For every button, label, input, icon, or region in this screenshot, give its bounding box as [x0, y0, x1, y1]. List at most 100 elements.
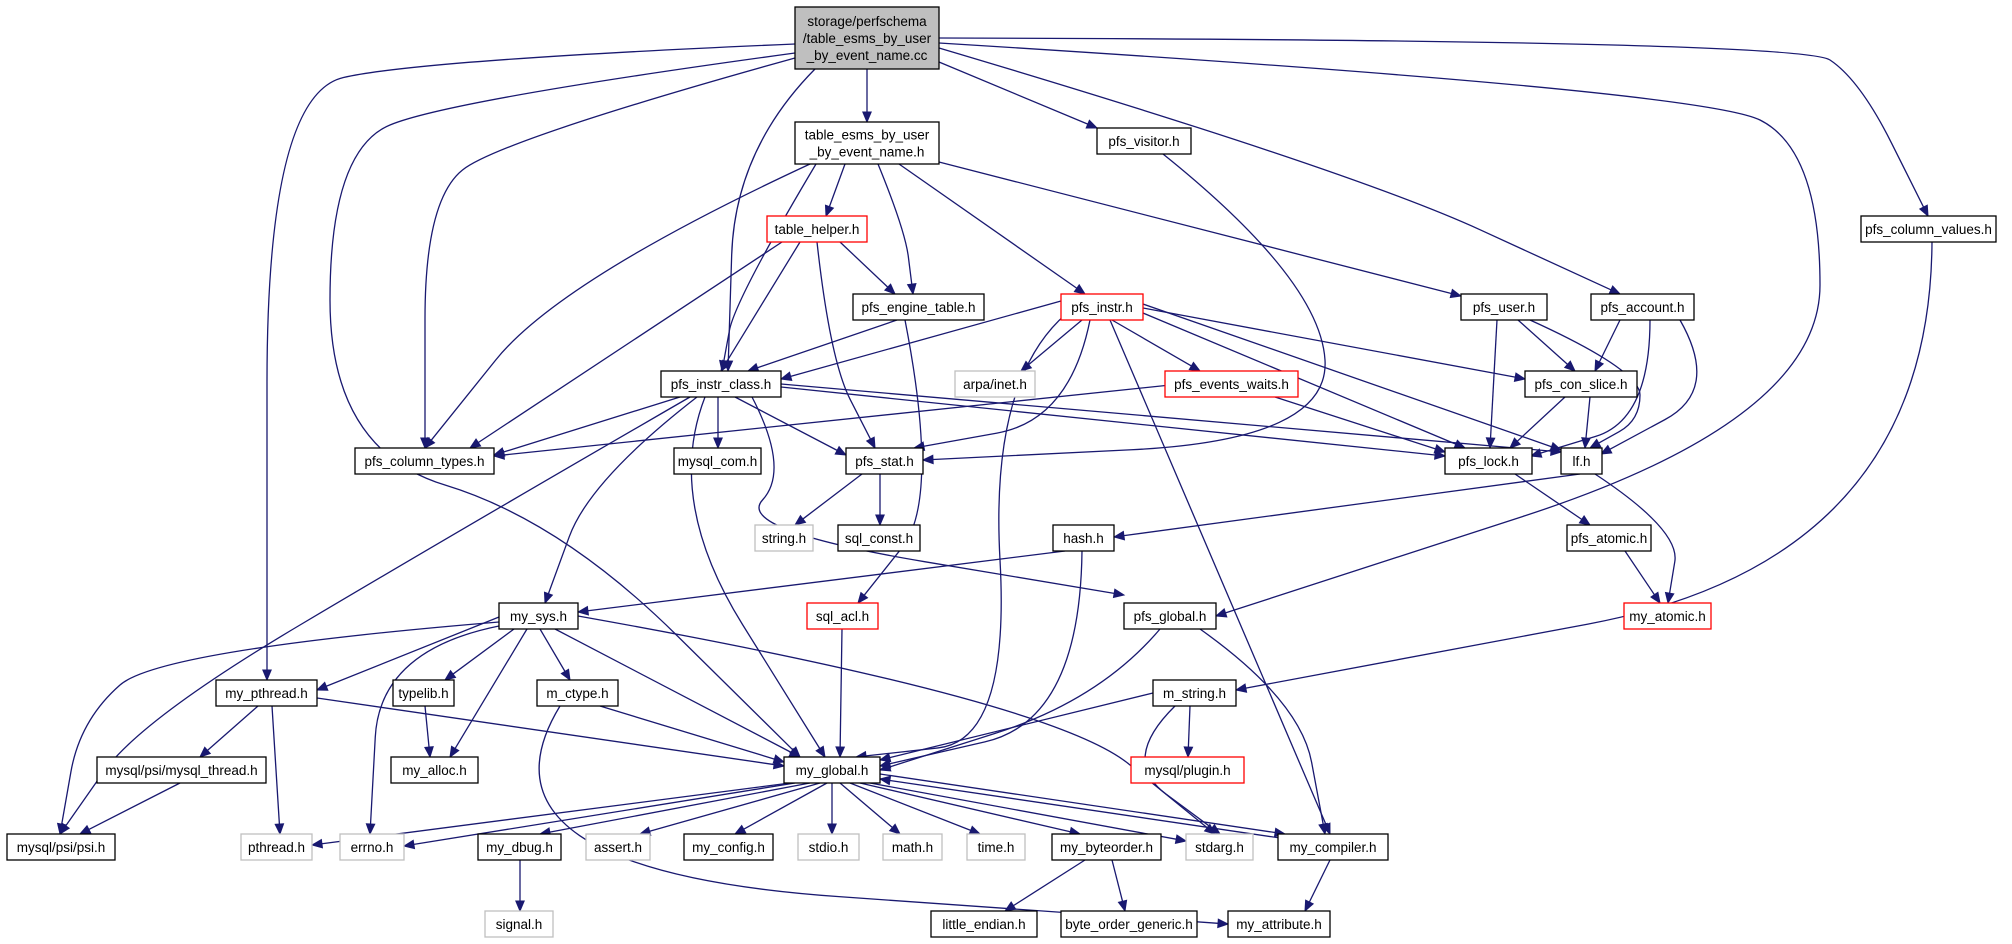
node-label: m_ctype.h [546, 686, 608, 701]
node-hash[interactable]: hash.h [1052, 524, 1115, 552]
node-helper[interactable]: table_helper.h [766, 215, 868, 243]
edge-mstring-to-plugin [1183, 705, 1194, 759]
node-arpa[interactable]: arpa/inet.h [954, 370, 1036, 398]
node-label: typelib.h [398, 686, 448, 701]
edge-helper-to-iclass [720, 241, 801, 373]
node-label: my_alloc.h [402, 763, 467, 778]
node-myatomic[interactable]: my_atomic.h [1623, 602, 1712, 630]
node-iclass[interactable]: pfs_instr_class.h [660, 370, 782, 398]
node-label: pfs_column_values.h [1865, 222, 1992, 237]
node-config[interactable]: my_config.h [683, 833, 774, 861]
edge-tesmsh-to-iclass [719, 163, 817, 373]
edge-root-to-pthread [262, 43, 796, 682]
node-label: string.h [762, 531, 806, 546]
node-label: /table_esms_by_user [803, 31, 932, 46]
edge-stat-to-string [793, 473, 863, 526]
node-compiler[interactable]: my_compiler.h [1277, 833, 1389, 861]
edge-iclass-to-mysqlcom [713, 397, 723, 450]
edge-iclass-to-myglobal [690, 396, 826, 759]
node-myglobal[interactable]: my_global.h [783, 756, 881, 784]
node-conslice[interactable]: pfs_con_slice.h [1524, 370, 1638, 398]
edge-root-to-colvals [938, 37, 1929, 218]
edge-tesmsh-to-coltypes [424, 163, 811, 450]
edge-byteorder-to-little [1003, 859, 1086, 912]
node-label: pfs_instr.h [1071, 300, 1133, 315]
edge-user-to-lock [1485, 319, 1498, 450]
node-sqlacl[interactable]: sql_acl.h [806, 602, 879, 630]
node-mthread[interactable]: mysql/psi/mysql_thread.h [96, 756, 267, 784]
node-coltypes[interactable]: pfs_column_types.h [354, 447, 495, 475]
node-colvals[interactable]: pfs_column_values.h [1860, 215, 1997, 243]
node-label: my_config.h [692, 840, 765, 855]
node-string[interactable]: string.h [754, 524, 814, 552]
node-label: mysql_com.h [678, 454, 758, 469]
node-stdarg[interactable]: stdarg.h [1185, 833, 1254, 861]
node-label: pfs_visitor.h [1108, 134, 1179, 149]
edge-conslice-to-lock [1509, 396, 1566, 449]
edge-visitor-to-stat [921, 153, 1326, 465]
node-sqlconst[interactable]: sql_const.h [837, 524, 921, 552]
edge-tesmsh-to-user [938, 161, 1463, 299]
node-assert[interactable]: assert.h [585, 833, 651, 861]
node-visitor[interactable]: pfs_visitor.h [1096, 127, 1192, 155]
node-label: my_compiler.h [1289, 840, 1376, 855]
edge-pthread-to-mthread [199, 705, 259, 758]
node-bog[interactable]: byte_order_generic.h [1060, 910, 1198, 938]
edge-myglobal-to-stdio [827, 783, 837, 836]
node-label: pfs_instr_class.h [671, 377, 772, 392]
node-stdio[interactable]: stdio.h [797, 833, 860, 861]
node-root: storage/perfschema/table_esms_by_user_by… [794, 6, 940, 70]
node-label: mysql/plugin.h [1144, 763, 1230, 778]
node-tesmsh[interactable]: table_esms_by_user _by_event_name.h [794, 121, 940, 165]
edge-byteorder-to-bog [1111, 859, 1128, 913]
edge-root-to-myglobal [329, 52, 801, 758]
node-label: math.h [892, 840, 933, 855]
node-byteorder[interactable]: my_byteorder.h [1051, 833, 1162, 861]
edge-mstring-to-myglobal [878, 692, 1154, 763]
node-label: sql_acl.h [816, 609, 869, 624]
node-instr[interactable]: pfs_instr.h [1060, 293, 1144, 321]
node-mstring[interactable]: m_string.h [1152, 679, 1237, 707]
node-label: my_atomic.h [1629, 609, 1706, 624]
node-time[interactable]: time.h [966, 833, 1026, 861]
node-attribute[interactable]: my_attribute.h [1227, 910, 1331, 938]
node-signal[interactable]: signal.h [484, 910, 554, 938]
node-label: table_esms_by_user [805, 128, 930, 143]
node-little[interactable]: little_endian.h [930, 910, 1038, 938]
node-typelib[interactable]: typelib.h [392, 679, 455, 707]
edge-dbug-to-signal [515, 860, 525, 913]
node-dbug[interactable]: my_dbug.h [477, 833, 562, 861]
node-psi[interactable]: mysql/psi/psi.h [6, 833, 116, 861]
node-atomic[interactable]: pfs_atomic.h [1566, 524, 1652, 552]
edge-conslice-to-lf [1581, 396, 1591, 450]
node-pthreadh[interactable]: pthread.h [240, 833, 313, 861]
node-lock[interactable]: pfs_lock.h [1444, 447, 1533, 475]
edge-tesmsh-to-engine [877, 163, 917, 296]
node-mctype[interactable]: m_ctype.h [536, 679, 619, 707]
edge-account-to-lock [1529, 319, 1651, 458]
node-myalloc[interactable]: my_alloc.h [390, 756, 479, 784]
node-mysys[interactable]: my_sys.h [498, 602, 579, 630]
edge-iclass-to-coltypes [492, 396, 681, 457]
node-account[interactable]: pfs_account.h [1590, 293, 1695, 321]
edge-hash-to-mysys [576, 550, 1066, 616]
node-mysqlcom[interactable]: mysql_com.h [673, 447, 762, 475]
node-label: arpa/inet.h [963, 377, 1027, 392]
edge-myglobal-to-assert [638, 782, 821, 836]
node-engine[interactable]: pfs_engine_table.h [852, 293, 985, 321]
node-pthread[interactable]: my_pthread.h [215, 679, 318, 707]
node-stat[interactable]: pfs_stat.h [845, 447, 924, 475]
node-label: _by_event_name.h [809, 145, 925, 160]
node-errno[interactable]: errno.h [339, 833, 405, 861]
edge-layer [56, 37, 1933, 929]
node-lf[interactable]: lf.h [1560, 447, 1603, 475]
edge-sqlacl-to-myglobal [835, 628, 846, 759]
node-math[interactable]: math.h [882, 833, 943, 861]
node-user[interactable]: pfs_user.h [1460, 293, 1548, 321]
edge-waits-to-lock [1274, 396, 1447, 454]
node-label: pfs_account.h [1600, 300, 1684, 315]
node-plugin[interactable]: mysql/plugin.h [1130, 756, 1245, 784]
node-waits[interactable]: pfs_events_waits.h [1164, 370, 1299, 398]
node-pfsglobal[interactable]: pfs_global.h [1123, 602, 1217, 630]
